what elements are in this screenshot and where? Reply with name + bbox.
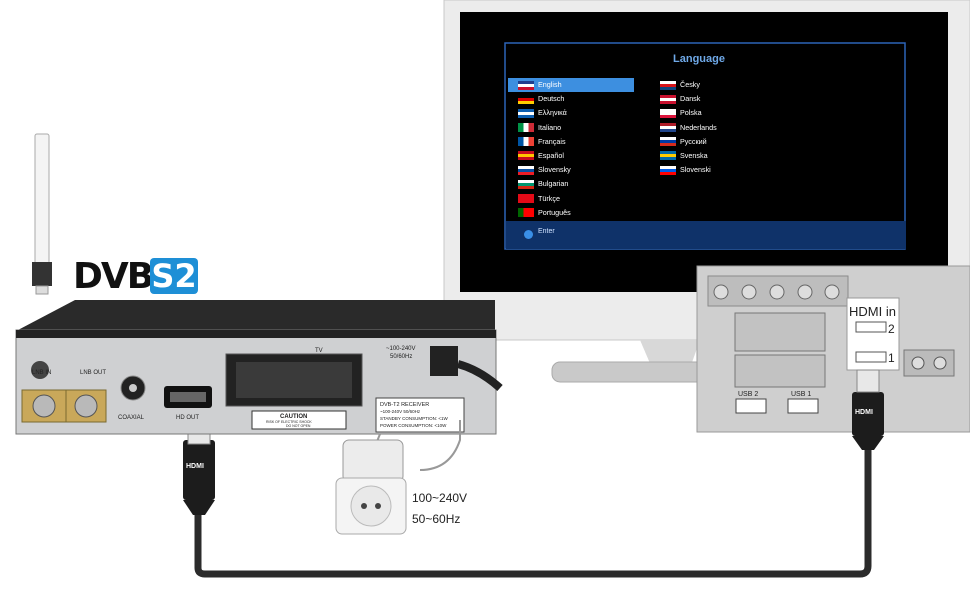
language-label: Dansk bbox=[680, 94, 701, 104]
language-label: Polska bbox=[680, 108, 702, 118]
hdmi-in-label: HDMI in bbox=[849, 304, 896, 319]
receiver-box bbox=[15, 300, 503, 435]
language-label: Italiano bbox=[538, 122, 562, 132]
gr-flag-icon bbox=[518, 108, 534, 118]
bg-flag-icon bbox=[518, 179, 534, 189]
cz-flag-icon bbox=[660, 80, 676, 90]
uk-flag-icon bbox=[518, 80, 534, 90]
spec-line-2: ~100-240V 50/60Hz bbox=[380, 409, 421, 414]
language-option-nl[interactable]: Nederlands bbox=[650, 121, 780, 135]
dvb-s2-badge: S2 bbox=[150, 257, 198, 295]
language-label: Svenska bbox=[680, 150, 708, 160]
tr-flag-icon bbox=[518, 194, 534, 203]
spec-line-3: STANDBY CONSUMPTION: <1W bbox=[380, 416, 448, 421]
language-option-dk[interactable]: Dansk bbox=[650, 92, 780, 106]
language-label: Ελληνικά bbox=[538, 108, 567, 118]
menu-footer: Enter bbox=[506, 221, 906, 249]
language-label: Bulgarian bbox=[538, 179, 569, 189]
language-option-bg[interactable]: Bulgarian bbox=[508, 177, 638, 191]
language-option-de[interactable]: Deutsch bbox=[508, 92, 638, 106]
caution-label: CAUTION bbox=[280, 414, 307, 420]
caution-sub1-label: RISK OF ELECTRIC SHOCK bbox=[266, 420, 312, 424]
language-option-pt[interactable]: Português bbox=[508, 206, 638, 220]
language-label: Slovenski bbox=[680, 165, 711, 175]
tv-label: TV bbox=[315, 348, 323, 354]
language-option-cz[interactable]: Česky bbox=[650, 78, 780, 92]
language-label: Русский bbox=[680, 136, 707, 146]
usb1-label: USB 1 bbox=[791, 391, 811, 398]
language-option-pl[interactable]: Polska bbox=[650, 106, 780, 120]
lnb-out-label: LNB OUT bbox=[80, 370, 106, 376]
se-flag-icon bbox=[660, 151, 676, 161]
hdmi-cable bbox=[183, 369, 884, 578]
language-option-sk[interactable]: Slovensky bbox=[508, 163, 638, 177]
spec-line-1: DVB-T2 RECEIVER bbox=[380, 402, 429, 408]
pt-flag-icon bbox=[518, 208, 534, 218]
language-label: Türkçe bbox=[538, 193, 560, 203]
hdmi-plug-label-tv: HDMI bbox=[855, 409, 873, 416]
language-label: Deutsch bbox=[538, 94, 565, 104]
hd-out-label: HD OUT bbox=[176, 415, 199, 421]
enter-icon bbox=[524, 230, 533, 239]
fr-flag-icon bbox=[518, 137, 534, 147]
nl-flag-icon bbox=[660, 123, 676, 133]
caution-sub2-label: DO NOT OPEN bbox=[286, 424, 311, 428]
dk-flag-icon bbox=[660, 94, 676, 104]
tv-back-panel bbox=[696, 265, 970, 433]
language-option-it[interactable]: Italiano bbox=[508, 121, 638, 135]
it-flag-icon bbox=[518, 123, 534, 133]
dvb-logo: DVB bbox=[73, 256, 154, 297]
menu-title: Language bbox=[673, 53, 725, 65]
language-option-ru[interactable]: Русский bbox=[650, 135, 780, 149]
language-label: Français bbox=[538, 136, 566, 146]
language-option-es[interactable]: Español bbox=[508, 149, 638, 163]
coaxial-label: COAXIAL bbox=[118, 415, 145, 421]
language-label: Español bbox=[538, 150, 564, 160]
pl-flag-icon bbox=[660, 108, 676, 118]
spec-line-4: POWER CONSUMPTION: <10W bbox=[380, 423, 447, 428]
language-label: Português bbox=[538, 207, 571, 217]
wall-socket bbox=[335, 420, 461, 535]
usb2-label: USB 2 bbox=[738, 391, 758, 398]
de-flag-icon bbox=[518, 94, 534, 104]
power-freq-label: 50/60Hz bbox=[390, 354, 412, 360]
hdmi-plug-label-receiver: HDMI bbox=[186, 463, 204, 470]
antenna bbox=[32, 133, 52, 295]
lnb-in-label: LNB IN bbox=[32, 370, 51, 376]
language-label: Česky bbox=[680, 80, 700, 89]
sk-flag-icon bbox=[518, 165, 534, 175]
language-label: Slovensky bbox=[538, 165, 571, 175]
enter-button[interactable]: Enter bbox=[538, 228, 555, 235]
si-flag-icon bbox=[660, 165, 676, 175]
hdmi-port-1-label: 1 bbox=[888, 351, 895, 365]
language-option-gr[interactable]: Ελληνικά bbox=[508, 106, 638, 120]
language-option-tr[interactable]: Türkçe bbox=[508, 192, 638, 206]
power-rating-label: ~100-240V bbox=[386, 346, 416, 352]
language-option-si[interactable]: Slovenski bbox=[650, 163, 780, 177]
es-flag-icon bbox=[518, 151, 534, 161]
language-option-se[interactable]: Svenska bbox=[650, 149, 780, 163]
voltage-label: 100~240V bbox=[412, 491, 467, 505]
hdmi-port-2-label: 2 bbox=[888, 322, 895, 336]
frequency-label: 50~60Hz bbox=[412, 512, 460, 526]
language-option-fr[interactable]: Français bbox=[508, 135, 638, 149]
language-option-uk[interactable]: English bbox=[508, 78, 634, 93]
ru-flag-icon bbox=[660, 137, 676, 147]
language-label: English bbox=[538, 80, 562, 89]
language-label: Nederlands bbox=[680, 122, 717, 132]
